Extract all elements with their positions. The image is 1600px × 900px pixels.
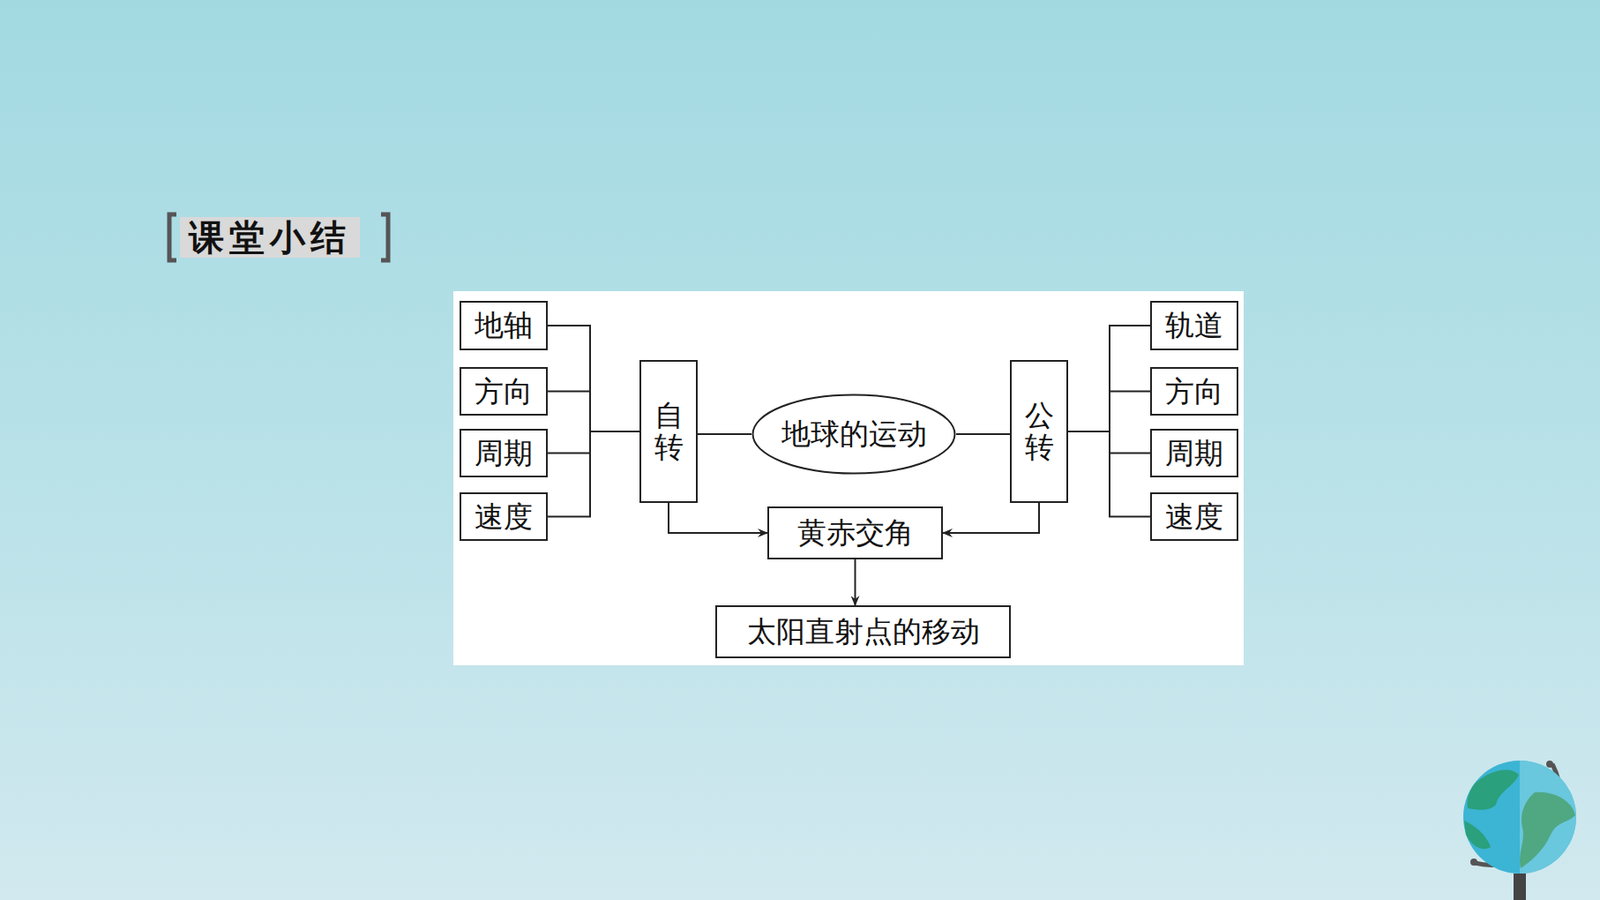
result-box: 太阳直射点的移动 xyxy=(715,605,1011,658)
title-bracket xyxy=(381,214,389,261)
motion-box: 自转 xyxy=(639,359,698,503)
feature-box: 速度 xyxy=(459,492,548,541)
node-label: 太阳直射点的移动 xyxy=(747,613,980,650)
feature-box: 地轴 xyxy=(459,300,548,351)
connector-line xyxy=(547,325,640,432)
connector-line xyxy=(668,502,768,533)
node-label: 速度 xyxy=(1165,499,1224,535)
connector-line xyxy=(697,433,752,435)
slide-title: 课堂小结 xyxy=(179,216,360,258)
motion-box: 公转 xyxy=(1009,359,1069,503)
node-label: 地轴 xyxy=(474,307,533,344)
result-box: 黄赤交角 xyxy=(767,506,943,560)
node-label: 方向 xyxy=(1165,373,1224,410)
connector-line xyxy=(1068,431,1151,517)
node-label: 自转 xyxy=(654,399,684,464)
node-label: 周期 xyxy=(474,435,533,472)
globe-icon xyxy=(1463,760,1577,900)
feature-box: 轨道 xyxy=(1150,300,1239,351)
node-label: 黄赤交角 xyxy=(797,515,914,551)
node-label: 公转 xyxy=(1024,399,1055,464)
connector-line xyxy=(1068,431,1151,454)
connector-line xyxy=(1068,325,1151,432)
connector-line xyxy=(956,433,1010,435)
node-label: 速度 xyxy=(474,499,533,535)
connector-line xyxy=(547,431,640,517)
feature-box: 方向 xyxy=(459,366,548,416)
title-bracket xyxy=(169,214,177,261)
connector-line xyxy=(547,391,640,433)
feature-box: 速度 xyxy=(1150,492,1239,541)
connector-line xyxy=(854,559,857,606)
connector-line xyxy=(547,431,640,454)
feature-box: 周期 xyxy=(459,428,548,478)
node-label: 轨道 xyxy=(1165,307,1224,344)
node-label: 方向 xyxy=(474,373,533,410)
node-label: 地球的运动 xyxy=(781,416,928,452)
connector-line xyxy=(1068,391,1151,433)
feature-box: 周期 xyxy=(1150,428,1239,478)
connector-line xyxy=(942,502,1040,533)
feature-box: 方向 xyxy=(1150,366,1239,416)
topic-ellipse: 地球的运动 xyxy=(751,393,957,475)
node-label: 周期 xyxy=(1165,435,1224,472)
